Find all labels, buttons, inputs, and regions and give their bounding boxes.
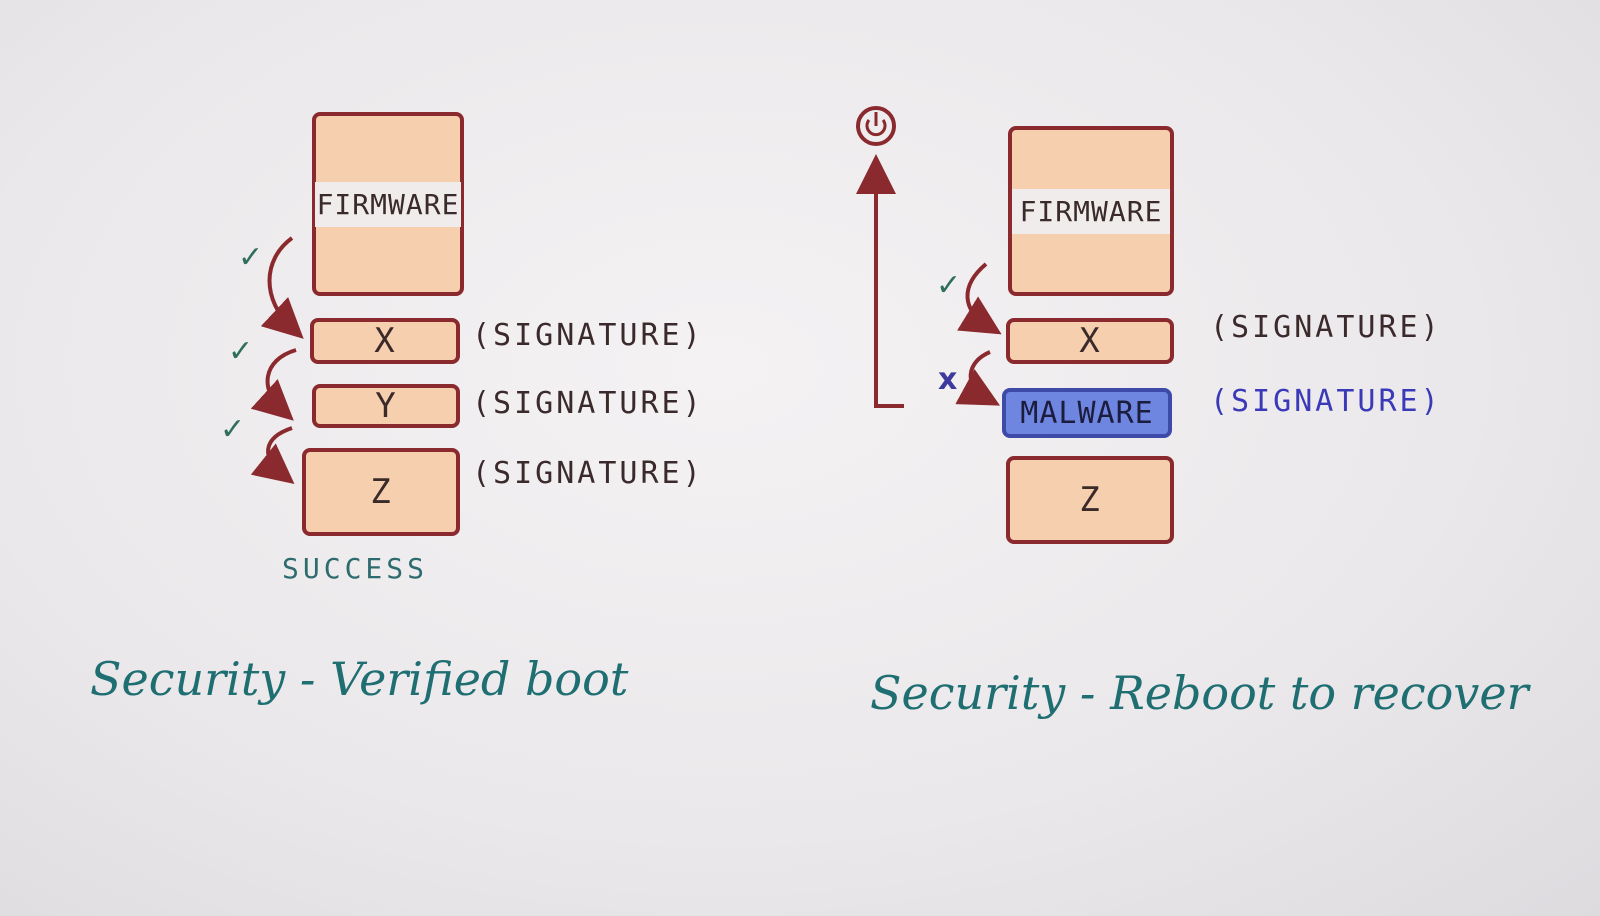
arrow-firmware-to-x [957,262,1002,335]
firmware-label: FIRMWARE [1012,188,1170,234]
arrow-y-to-z [250,426,295,485]
malware-label: MALWARE [1020,395,1154,431]
check-mark-2: ✓ [228,334,254,369]
box-y: Y [312,384,460,428]
check-mark-1: ✓ [238,240,264,275]
firmware-label: FIRMWARE [314,181,462,227]
check-mark-3: ✓ [220,412,246,447]
box-z-label: Z [370,472,392,512]
firmware-box: FIRMWARE [312,112,464,296]
box-z: Z [302,448,460,536]
caption-reboot-recover: Security - Reboot to recover [870,666,1529,720]
arrow-x-to-y [250,348,297,421]
signature-label-z: (SIGNATURE) [472,456,704,491]
box-y-label: Y [375,386,397,426]
signature-label-y: (SIGNATURE) [472,386,704,421]
box-z-label: Z [1079,480,1101,520]
malware-box: MALWARE [1002,388,1172,438]
check-mark: ✓ [936,268,962,303]
fail-x-mark: x [938,362,958,397]
reboot-arrow [856,154,904,408]
box-x-label: X [1079,321,1101,361]
arrow-x-to-malware [955,350,1001,406]
signature-label-x: (SIGNATURE) [1210,310,1442,345]
verified-boot-panel: FIRMWARE X Y Z (SIGNATURE) (SIGNATURE) (… [90,112,704,706]
box-x-label: X [374,321,396,361]
signature-label-malware: (SIGNATURE) [1210,384,1442,419]
success-status: SUCCESS [282,552,429,585]
box-x: X [1006,318,1174,364]
box-x: X [310,318,460,364]
arrow-firmware-to-x [260,236,304,339]
signature-label-x: (SIGNATURE) [472,318,704,353]
power-icon [856,106,896,146]
recovery-arrows [856,106,1002,408]
reboot-recover-panel: FIRMWARE X MALWARE Z (SIGNATURE) (SIGNAT… [800,0,1600,916]
caption-verified-boot: Security - Verified boot [90,652,629,706]
box-z: Z [1006,456,1174,544]
firmware-box: FIRMWARE [1008,126,1174,296]
